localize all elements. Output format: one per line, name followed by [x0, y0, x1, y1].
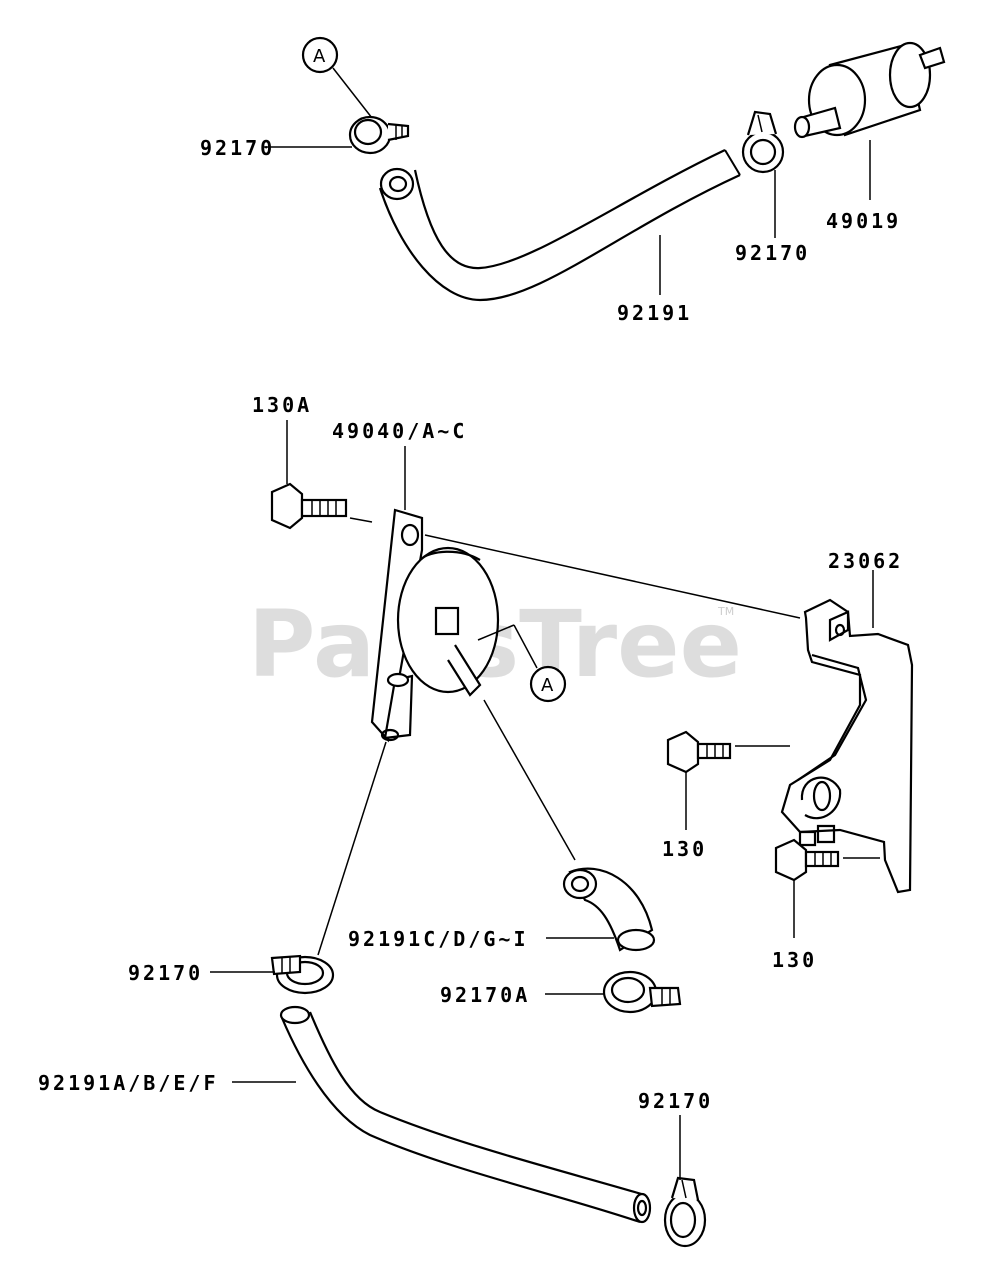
- watermark-trademark: TM: [717, 605, 734, 618]
- label-bracket-bolt-upper: 130: [662, 837, 707, 861]
- hose-top: [378, 149, 741, 302]
- label-top-clamp-left: 92170: [200, 136, 275, 160]
- label-pump-bolt: 130A: [252, 393, 312, 417]
- clamp-bottom-left: [270, 954, 335, 995]
- callout-a-mid-letter: A: [541, 675, 554, 696]
- label-bottom-clamp-right: 92170: [638, 1089, 713, 1113]
- label-bottom-hose: 92191A/B/E/F: [38, 1071, 219, 1095]
- label-top-clamp-right: 92170: [735, 241, 810, 265]
- label-fuel-filter: 49019: [826, 209, 901, 233]
- clamp-bottom-right: [663, 1176, 707, 1248]
- fuel-pump: [370, 508, 500, 743]
- callout-a-top: A: [301, 36, 373, 119]
- bolt-pump: [270, 482, 348, 530]
- hose-bottom: [279, 1005, 652, 1224]
- callout-a-mid: A: [477, 624, 567, 703]
- label-bracket-bolt-lower: 130: [772, 948, 817, 972]
- label-top-hose: 92191: [617, 301, 692, 325]
- clamp-elbow: [602, 970, 682, 1014]
- label-elbow-clamp: 92170A: [440, 983, 530, 1007]
- bolt-bracket-upper: [666, 730, 732, 774]
- fuel-filter: [793, 41, 946, 139]
- bracket: [780, 598, 914, 894]
- label-bottom-clamp-left: 92170: [128, 961, 203, 985]
- clamp-top-left: [348, 115, 410, 155]
- hose-elbow: [562, 867, 656, 952]
- clamp-top-right: [741, 110, 785, 174]
- label-elbow-hose: 92191C/D/G~I: [348, 927, 529, 951]
- label-fuel-pump: 49040/A~C: [332, 419, 467, 443]
- callout-a-top-letter: A: [313, 46, 326, 67]
- bolt-bracket-lower: [774, 838, 840, 882]
- leader-pump-to-bracket: [424, 534, 801, 619]
- label-bracket: 23062: [828, 549, 903, 573]
